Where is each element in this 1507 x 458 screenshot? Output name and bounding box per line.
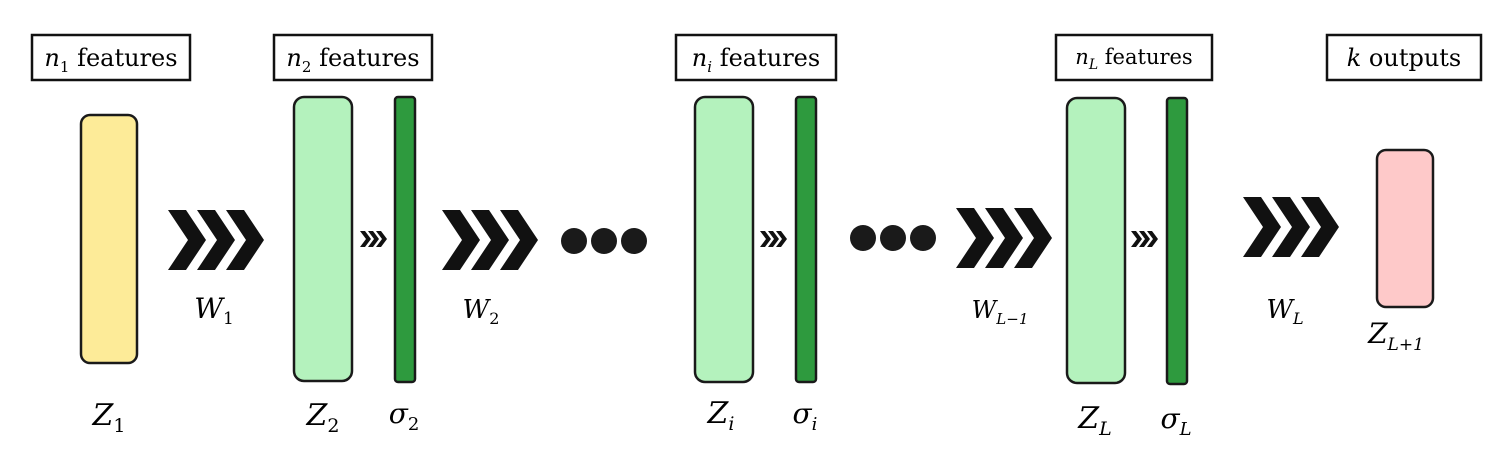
feature-box-k: k outputs [1325,33,1483,82]
activation-sigma2 [393,95,417,384]
svg-text:n2 features: n2 features [286,44,419,76]
svg-text:n1 features: n1 features [44,44,177,76]
label-w2: W2 [463,295,500,328]
feature-box-n2: n2 features [272,33,434,82]
svg-text:nL features: nL features [1075,45,1192,73]
label-zL1: ZL+1 [1367,317,1424,355]
svg-text:k outputs: k outputs [1347,44,1462,72]
label-wL: WL [1266,295,1303,328]
ellipsis-dots-icon [850,225,936,251]
chevron-arrow-icon [956,208,1052,268]
layer-z2 [292,95,354,383]
label-z2: Z2 [306,398,340,437]
chevron-arrow-icon [442,210,538,270]
label-w1: W1 [194,292,234,329]
label-z1: Z1 [92,398,126,437]
layer-zi [693,95,755,384]
label-sigma2: σ2 [389,397,420,435]
ellipsis-dots-icon [561,228,647,254]
layer-zL1-output [1375,148,1435,309]
label-zi: Zi [707,396,735,435]
activation-sigmai [794,95,818,384]
label-zL: ZL [1077,401,1111,440]
svg-text:ni features: ni features [692,44,820,76]
layer-z1 [79,113,139,365]
chevron-arrow-icon [1243,197,1339,257]
label-sigmai: σi [793,397,818,435]
label-sigmaL: σL [1160,402,1191,440]
chevron-arrow-icon [1131,231,1158,247]
layer-zL [1065,96,1127,385]
chevron-arrow-icon [360,231,387,247]
chevron-arrow-icon [760,231,787,247]
feature-box-ni: ni features [674,33,838,82]
feature-box-n1: n1 features [30,33,192,82]
label-wL-1: WL−1 [972,296,1029,328]
activation-sigmaL [1165,96,1189,386]
feature-box-nL: nL features [1054,33,1214,82]
chevron-arrow-icon [168,210,264,270]
